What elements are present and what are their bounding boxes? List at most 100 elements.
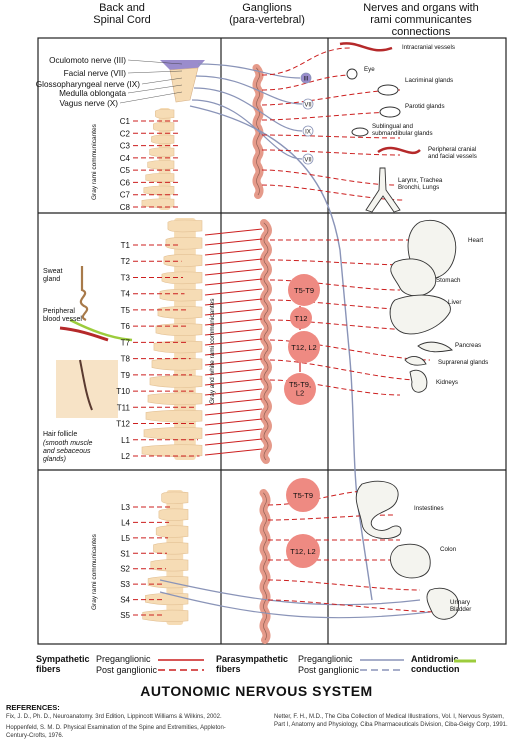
spinal-level-label: C6 <box>120 178 131 187</box>
ganglion-node-label: T12, L2 <box>291 343 316 352</box>
vertebra <box>153 340 203 354</box>
organ-label: Instestines <box>414 505 444 512</box>
spinal-level-label: C1 <box>120 117 131 126</box>
spinal-level-label: T7 <box>121 338 131 347</box>
text-line: Sublingual and <box>372 123 413 130</box>
preganglionic-fiber <box>204 448 263 456</box>
vertebra <box>159 288 203 302</box>
vertebra <box>155 323 203 336</box>
skin-patch <box>56 360 118 418</box>
spinal-level-label: T10 <box>116 387 130 396</box>
legend-para-pre: Preganglionic <box>298 654 353 664</box>
text-line: T5-T9, <box>289 380 311 389</box>
blood-vessel-shape <box>59 326 109 342</box>
spinal-cord <box>141 60 205 625</box>
preganglionic-fiber <box>204 298 263 306</box>
spinal-level-label: S4 <box>120 596 130 605</box>
bladder-shape <box>426 587 460 620</box>
spinal-level-label: T8 <box>121 355 131 364</box>
preganglionic-fiber <box>204 358 263 366</box>
colon-shape <box>390 543 431 579</box>
preganglionic-fiber <box>204 388 263 396</box>
vertebra <box>147 392 203 406</box>
parasympathetic-fiber <box>195 75 303 105</box>
vertebra <box>163 254 203 267</box>
ganglion-node <box>290 307 312 329</box>
cranial-ganglion-label: VII <box>304 103 312 109</box>
spinal-level-label: L5 <box>121 534 130 543</box>
diagram-frame <box>37 37 507 645</box>
preganglionic-fiber <box>204 398 263 406</box>
references-left: Fix, J. D., Ph. D., Neuroanatomy. 3rd Ed… <box>6 713 246 743</box>
text-line: L2 <box>296 389 304 398</box>
legend-sym-pre: Preganglionic <box>96 654 151 664</box>
preganglionic-fiber <box>204 378 263 386</box>
spinal-level-label: T5 <box>121 306 131 315</box>
sympathetic-fiber <box>269 379 401 396</box>
ganglion-node <box>286 478 320 512</box>
page-title: AUTONOMIC NERVOUS SYSTEM <box>140 683 373 699</box>
thoracolumbar-chain-outline <box>263 222 269 461</box>
spinal-level-label: L2 <box>121 452 130 461</box>
vertebra <box>153 121 175 132</box>
sympathetic-fiber <box>261 111 401 121</box>
ganglion-node-label: T5-T9 <box>293 491 313 500</box>
organ-label: Kidneys <box>436 379 458 386</box>
vertebra <box>141 444 203 457</box>
sympathetic-fiber <box>261 149 401 156</box>
organ-label: Intracranial vessels <box>402 44 455 51</box>
cranial-nerve-label: Oculomoto nerve (III) <box>49 56 126 65</box>
sympathetic-fiber <box>267 514 396 521</box>
organ-label: Stomach <box>436 277 461 284</box>
eye-shape <box>346 68 358 80</box>
hair-follicle-shape <box>79 359 93 411</box>
leader-line <box>127 84 183 94</box>
facial-vessel-shape <box>377 146 421 155</box>
spinal-level-label: T11 <box>117 403 131 412</box>
preganglionic-fiber <box>204 268 263 276</box>
ganglion-chains <box>252 64 272 644</box>
spinal-level-label: C2 <box>120 129 131 138</box>
text-line: Peripheral <box>43 308 75 315</box>
legend-antidromic-swatch <box>454 659 476 663</box>
references-heading: REFERENCES: <box>6 703 60 712</box>
ganglion-node-label: T12, L2 <box>290 547 315 556</box>
preganglionic-fiber <box>204 428 263 436</box>
spinal-column <box>166 490 184 625</box>
organ-label: Heart <box>468 237 483 244</box>
sympathetic-fiber <box>269 259 411 266</box>
vertebra <box>143 185 175 196</box>
ganglion-node <box>288 274 320 306</box>
parasympathetic-fiber <box>191 99 303 160</box>
preganglionic-fiber <box>204 238 263 246</box>
legend-sym-swatches <box>158 659 204 671</box>
organ-label: Lacriminal glands <box>405 77 453 84</box>
vertebra <box>141 198 175 208</box>
vertebra <box>145 409 203 423</box>
vertebra <box>151 358 203 371</box>
cranial-ganglion <box>300 72 312 84</box>
spinal-level-label: T12 <box>116 420 130 429</box>
vertebra <box>153 542 189 555</box>
text-line: Peripheral cranial <box>428 146 476 153</box>
cervical-chain-outline <box>256 67 260 196</box>
ganglion-nodes <box>284 72 320 568</box>
cranial-ganglion-label: III <box>303 77 308 83</box>
vertebra <box>151 134 175 145</box>
reference-item: Hoppenfeld, S. M. D. Physical Examinatio… <box>6 725 226 739</box>
text-line: Urinary <box>450 599 471 606</box>
cranial-ganglion-label: IX <box>305 130 311 136</box>
vertebra <box>158 508 189 521</box>
vertebra <box>167 219 203 233</box>
vertebra <box>155 109 175 119</box>
spinal-level-label: C5 <box>120 166 131 175</box>
parasympathetic-fiber <box>193 87 303 132</box>
cranial-nerve-label: Glossopharyngeal nerve (IX) <box>36 80 140 89</box>
parotid-gland-shape <box>379 106 401 118</box>
intestines-shape <box>355 480 402 540</box>
text-line: and facial vessels <box>428 153 477 160</box>
